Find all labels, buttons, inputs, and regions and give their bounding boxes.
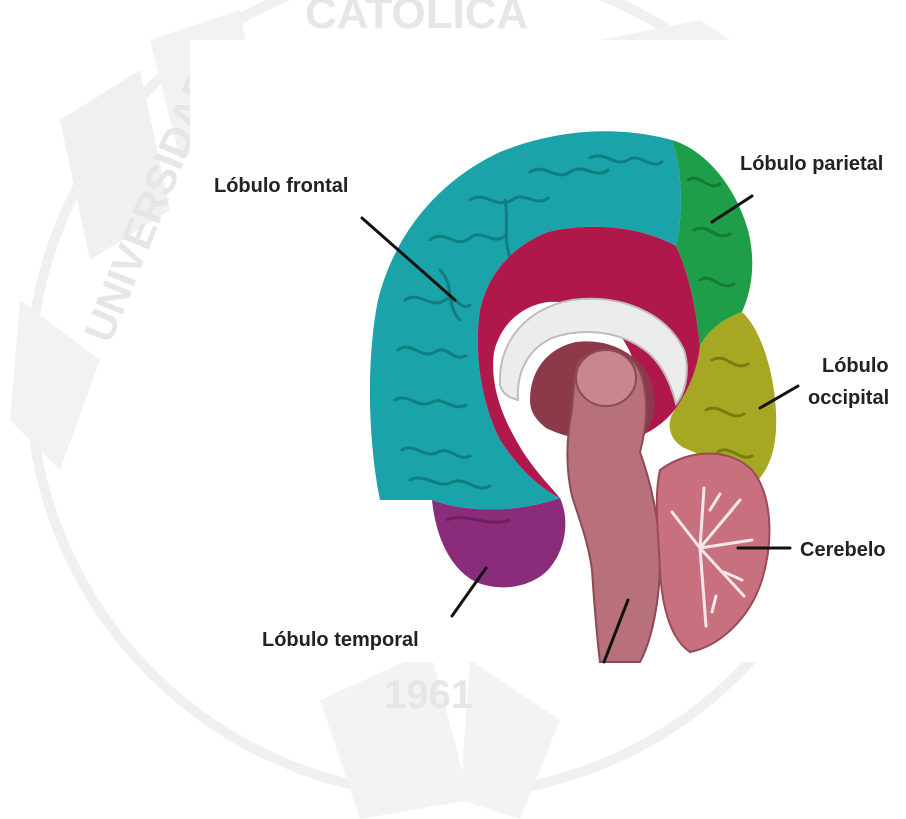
watermark-year-text: 1961 bbox=[384, 673, 473, 717]
label-occipital-lobe-line2: occipital bbox=[808, 387, 889, 409]
label-parietal-lobe: Lóbulo parietal bbox=[740, 153, 883, 175]
label-occipital-lobe-line1: Lóbulo bbox=[822, 355, 889, 377]
label-cerebellum: Cerebelo bbox=[800, 539, 886, 561]
pineal-area bbox=[576, 350, 636, 406]
watermark-top-text: CATOLICA bbox=[305, 0, 528, 38]
label-temporal-lobe: Lóbulo temporal bbox=[262, 629, 419, 651]
label-frontal-lobe: Lóbulo frontal bbox=[214, 175, 348, 197]
